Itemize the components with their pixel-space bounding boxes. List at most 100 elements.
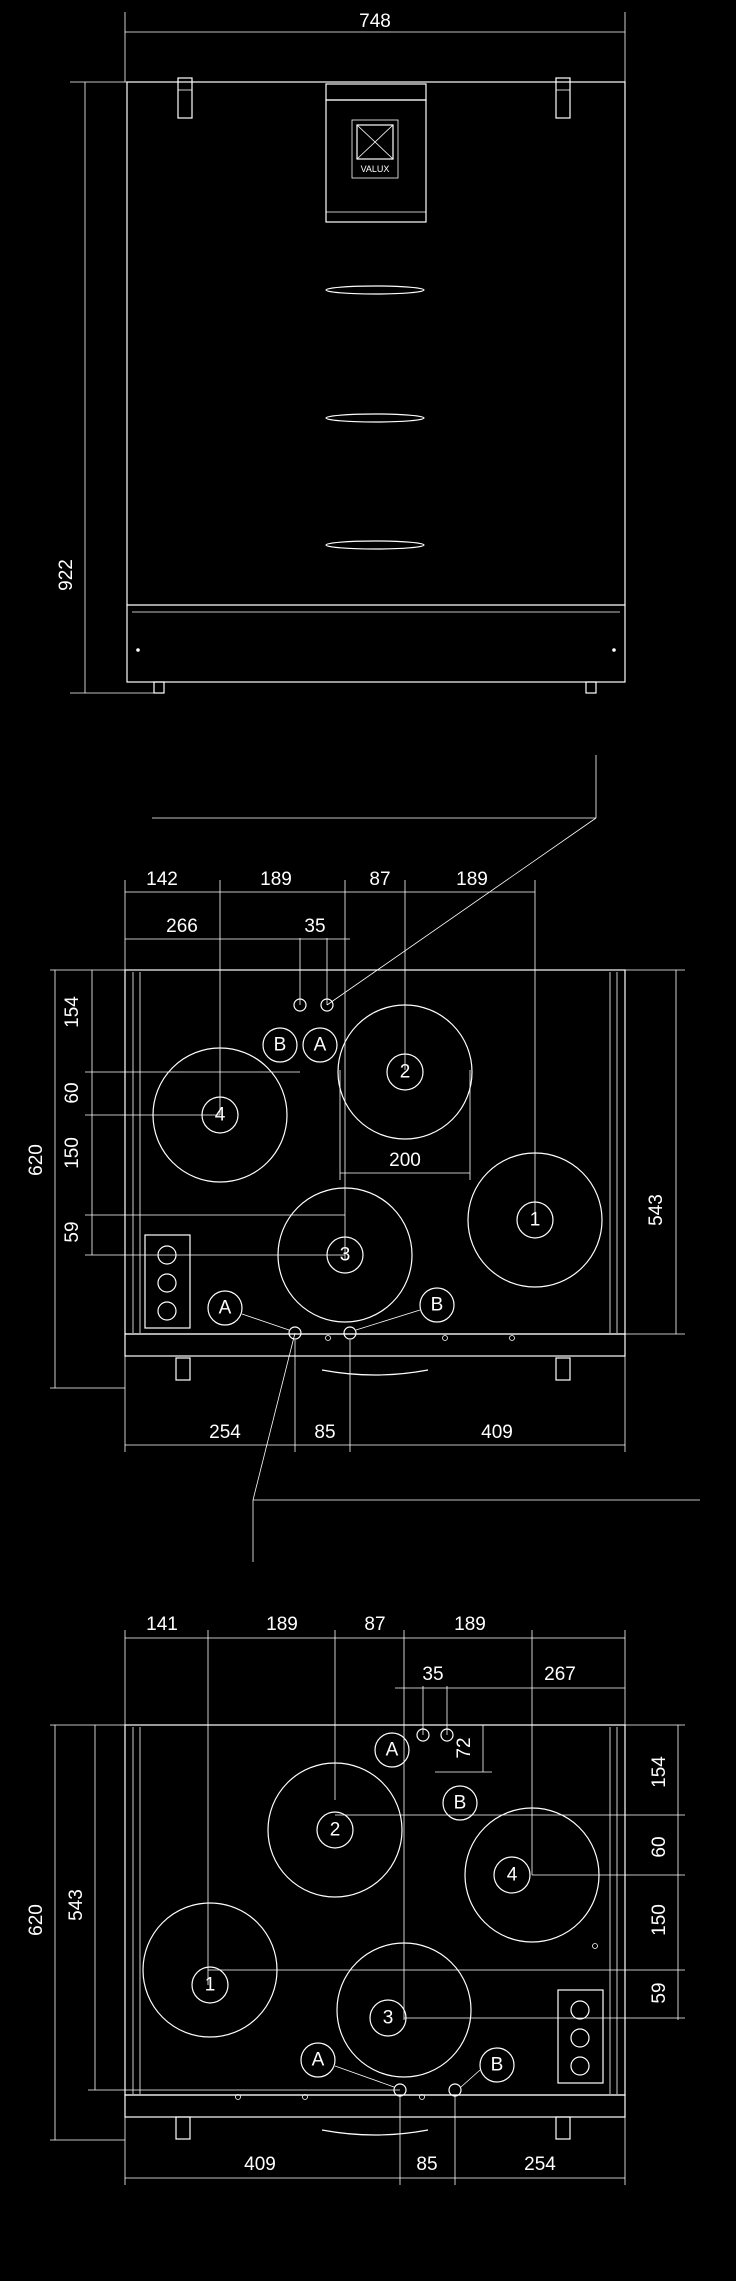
plan2-foot-right xyxy=(555,2116,571,2140)
plan2-dim-620: 620 xyxy=(26,1904,47,1936)
plan1-label-ring-b-bottom xyxy=(419,1287,455,1323)
front-height-label: 922 xyxy=(56,559,77,591)
plan1-dim-150: 150 xyxy=(62,1137,83,1169)
handle-2 xyxy=(325,413,425,423)
plan1-dim-266: 266 xyxy=(166,916,198,937)
plan2-dim-189a: 189 xyxy=(266,1614,298,1635)
plan1-conn-b-top xyxy=(293,998,307,1012)
plan2-dim-150: 150 xyxy=(649,1904,670,1936)
plan2-handle xyxy=(321,2129,429,2136)
plan1-dim-87: 87 xyxy=(369,869,390,890)
plan1-dim-85: 85 xyxy=(314,1422,335,1443)
plan1-zone-2 xyxy=(337,1004,473,1140)
plan1-conn-a-bottom xyxy=(288,1326,302,1340)
plan2-label-ring-a-top xyxy=(374,1732,410,1768)
plan2-zone-4-label-ring xyxy=(493,1856,531,1894)
hinge-left xyxy=(177,77,193,119)
plan1-screw-1 xyxy=(325,1335,331,1341)
control-panel-top xyxy=(325,83,427,101)
cabinet-body xyxy=(126,81,626,683)
plan2-foot-left xyxy=(175,2116,191,2140)
plan2-conn-a-top xyxy=(416,1728,430,1742)
plinth-screw-left xyxy=(136,648,140,652)
plan1-zone-2-label: 2 xyxy=(400,1062,411,1083)
front-width-label: 748 xyxy=(359,11,391,32)
foot-left xyxy=(153,681,165,694)
plan1-dim-254: 254 xyxy=(209,1422,241,1443)
plan2-label-a-bottom: A xyxy=(312,2050,325,2071)
foot-right xyxy=(585,681,597,694)
handle-1 xyxy=(325,285,425,295)
plan2-screw-top xyxy=(592,1943,598,1949)
plan2-zone-4-label: 4 xyxy=(507,1865,518,1886)
plan1-knob-2 xyxy=(157,1273,177,1293)
plan2-conn-b-bottom xyxy=(448,2083,462,2097)
plan1-dim-35: 35 xyxy=(304,916,325,937)
plan1-dim-200: 200 xyxy=(389,1150,421,1171)
control-panel xyxy=(325,99,427,223)
plan2-zone-4 xyxy=(464,1807,600,1943)
plan1-label-ring-b-top xyxy=(262,1027,298,1063)
plan2-label-ring-b-bottom xyxy=(479,2047,515,2083)
plan1-zone-3-label-ring xyxy=(326,1236,364,1274)
plan1-front-rail xyxy=(124,1333,626,1357)
plan1-zone-1-label-ring xyxy=(516,1201,554,1239)
plan1-label-b-top: B xyxy=(274,1035,287,1056)
plan2-zone-2 xyxy=(267,1762,403,1898)
plan2-zone-3 xyxy=(336,1942,472,2078)
plan2-conn-b-top xyxy=(440,1728,454,1742)
plan1-label-ring-a-bottom xyxy=(207,1290,243,1326)
plan1-label-a-top: A xyxy=(314,1035,327,1056)
plan2-screw-2 xyxy=(302,2094,308,2100)
plan1-zone-1 xyxy=(467,1152,603,1288)
logo-icon xyxy=(356,124,394,160)
plan2-zone-2-label-ring xyxy=(316,1811,354,1849)
plan2-dim-60: 60 xyxy=(649,1836,670,1857)
plan-2: 141 189 87 189 35 267 72 xyxy=(26,1614,685,2185)
plan2-dim-154: 154 xyxy=(649,1756,670,1788)
plan1-label-ring-a-top xyxy=(302,1027,338,1063)
plan1-leader-b-bottom xyxy=(355,1309,421,1331)
plan1-handle xyxy=(321,1369,429,1376)
front-view: 748 922 VALUX xyxy=(56,11,626,694)
hinge-right xyxy=(555,77,571,119)
plan2-knob-2 xyxy=(570,2028,590,2048)
plan1-dim-189a: 189 xyxy=(260,869,292,890)
plan1-dim-59: 59 xyxy=(62,1221,83,1242)
plan2-zone-3-label-ring xyxy=(369,1999,407,2037)
plan1-dim-189b: 189 xyxy=(456,869,488,890)
logo-text: VALUX xyxy=(361,164,390,174)
plan2-label-b-top: B xyxy=(454,1793,467,1814)
plan1-zone-3 xyxy=(277,1187,413,1323)
plan1-dim-154: 154 xyxy=(62,996,83,1028)
plan1-hob-outline xyxy=(124,969,626,1335)
plan1-leader-diagonal xyxy=(326,817,597,1006)
plan2-dim-189b: 189 xyxy=(454,1614,486,1635)
plan1-conn-a-top xyxy=(320,998,334,1012)
plan1-dim-543: 543 xyxy=(646,1194,667,1226)
plinth-screw-right xyxy=(612,648,616,652)
plan2-zone-1-label: 1 xyxy=(205,1975,216,1996)
plan2-zone-1 xyxy=(142,1902,278,2038)
plan1-dim-620: 620 xyxy=(26,1144,47,1176)
plan1-zone-4 xyxy=(152,1047,288,1183)
plan1-label-b-bottom: B xyxy=(431,1295,444,1316)
plan2-label-ring-a-bottom xyxy=(300,2042,336,2078)
plan2-dim-409: 409 xyxy=(244,2154,276,2175)
plan1-dim-409: 409 xyxy=(481,1422,513,1443)
plan2-dim-543: 543 xyxy=(66,1889,87,1921)
plan2-knob-3 xyxy=(570,2056,590,2076)
plan2-dim-267: 267 xyxy=(544,1664,576,1685)
plan2-dim-59: 59 xyxy=(649,1982,670,2003)
plan2-knob-1 xyxy=(570,2000,590,2020)
plan1-zone-4-label: 4 xyxy=(215,1105,226,1126)
plan2-screw-1 xyxy=(235,2094,241,2100)
plan2-dim-72: 72 xyxy=(454,1737,475,1758)
logo-icon-diagonal-2 xyxy=(356,124,394,160)
plan2-hob-outline xyxy=(124,1724,626,2096)
plan-1: 142 189 87 189 266 35 620 xyxy=(26,755,700,1562)
plan2-dim-35: 35 xyxy=(422,1664,443,1685)
plan1-screw-3 xyxy=(509,1335,515,1341)
plan1-zone-2-label-ring xyxy=(386,1053,424,1091)
plan1-knob-3 xyxy=(157,1301,177,1321)
